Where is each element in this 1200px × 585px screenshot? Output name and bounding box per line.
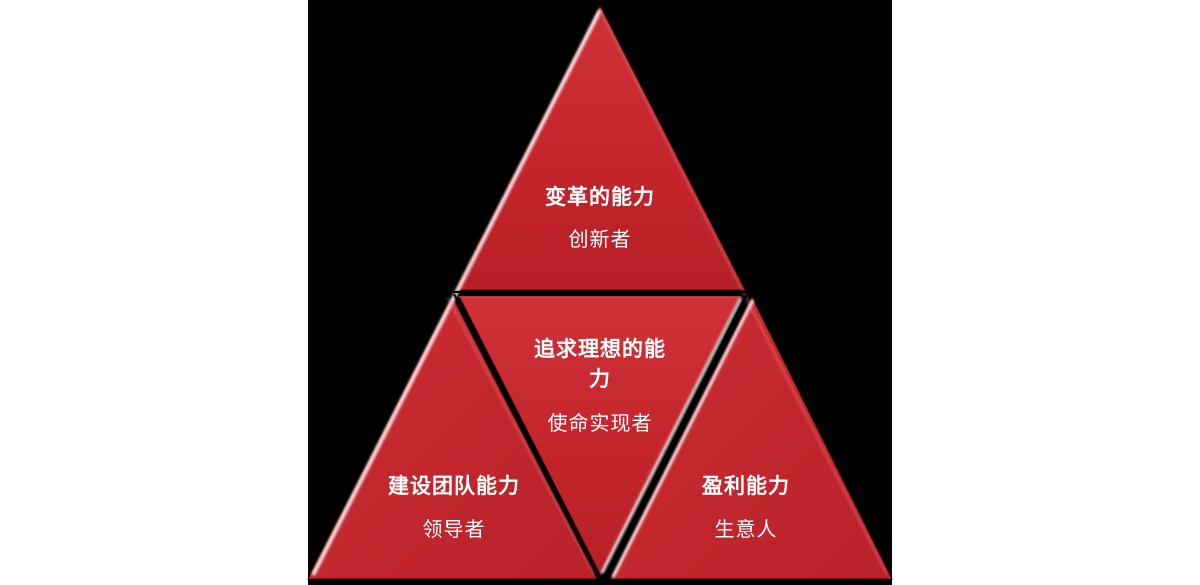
pyramid-bottom-left-triangle	[307, 294, 598, 580]
pyramid-bottom-right-triangle	[609, 295, 893, 580]
left-seam-highlight	[447, 297, 595, 575]
right-seam-line	[604, 295, 748, 577]
left-seam-line	[453, 293, 601, 579]
pyramid-top-triangle	[454, 4, 746, 291]
right-seam-inner-highlight	[600, 297, 743, 574]
right-seam-outer-highlight	[611, 299, 755, 578]
